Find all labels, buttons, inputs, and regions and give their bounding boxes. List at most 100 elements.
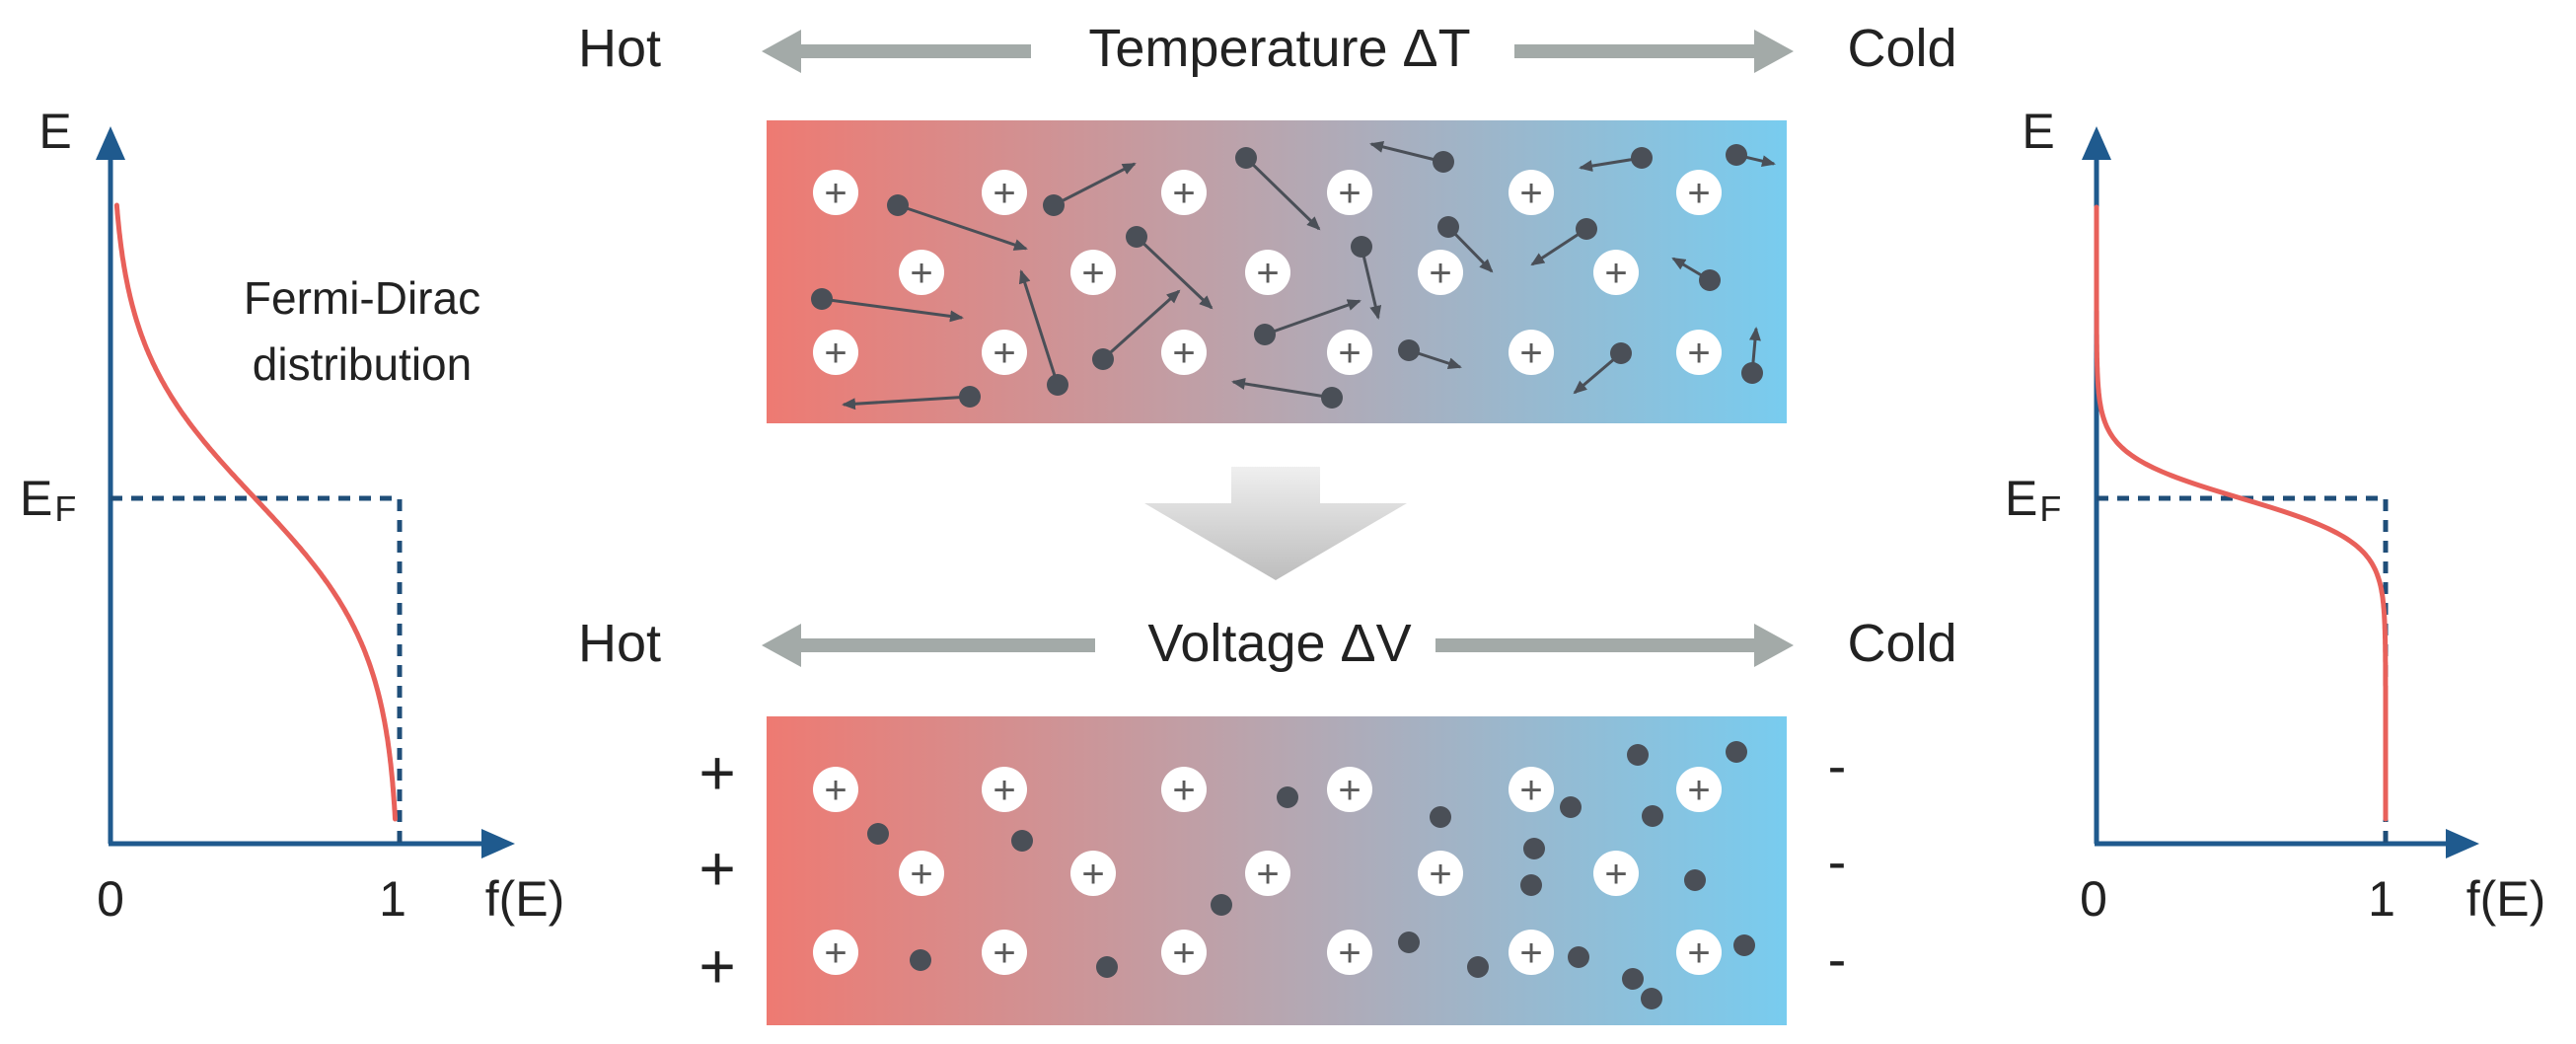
positive-ion: + (1593, 851, 1639, 896)
electron-velocity-arrow (1369, 141, 1444, 164)
left-fermi-sub: F (54, 488, 76, 529)
left-y-axis-arrowhead (96, 126, 125, 160)
ion-plus-sign: + (1081, 252, 1104, 295)
electron (1254, 299, 1362, 345)
right-fermi-dirac-curve (2094, 204, 2389, 822)
ion-plus-sign: + (1172, 172, 1195, 215)
ion-circle (982, 170, 1027, 215)
right-fermi-e: E (2005, 471, 2037, 526)
electron-dot (811, 288, 833, 310)
electron-velocity-arrow (1101, 289, 1181, 361)
positive-ion: + (1509, 930, 1554, 975)
electron (887, 194, 1028, 251)
positive-ion: + (1070, 851, 1116, 896)
ion-plus-sign: + (993, 769, 1015, 812)
ion-circle (899, 851, 944, 896)
ion-circle (899, 250, 944, 295)
electron-dot (1576, 218, 1597, 240)
ion-plus-sign: + (1519, 769, 1542, 812)
ion-circle (1509, 170, 1554, 215)
right-x-axis-arrowhead (2446, 829, 2479, 858)
electron-dot (1011, 830, 1033, 852)
positive-ion: + (1161, 170, 1207, 215)
ion-plus-sign: + (1687, 332, 1710, 375)
electron-dot (887, 194, 909, 216)
electron-dot (1568, 946, 1589, 968)
ion-circle (1161, 170, 1207, 215)
electron-velocity-arrow (1360, 246, 1382, 320)
ion-plus-sign: + (1604, 853, 1627, 896)
positive-ion: + (1509, 170, 1554, 215)
ion-circle (1327, 330, 1372, 375)
electron-velocity-arrow (1053, 162, 1137, 207)
electron (1579, 147, 1653, 173)
electron-velocity-arrow (821, 297, 964, 323)
electron-dot (1733, 934, 1755, 956)
right-fermi-sub: F (2039, 488, 2061, 529)
electron (1573, 342, 1632, 395)
ion-plus-sign: + (1338, 172, 1361, 215)
electron-dot (1398, 339, 1420, 361)
top-moving-electrons (811, 141, 1776, 410)
left-positive-charge-sign: + (699, 833, 735, 904)
right-step-function (2097, 495, 2389, 844)
ion-circle (1418, 250, 1463, 295)
ion-circle (1327, 767, 1372, 812)
ion-circle (1070, 851, 1116, 896)
electron-dot (910, 949, 931, 971)
ion-plus-sign: + (1338, 932, 1361, 975)
electron-dot (1321, 387, 1343, 409)
electron-dot (1642, 805, 1663, 827)
left-tick-0: 0 (97, 871, 124, 927)
electron-dot (1631, 147, 1653, 169)
electron-dot (1277, 786, 1298, 808)
right-negative-charge-sign: - (1828, 830, 1847, 892)
positive-ion: + (813, 330, 858, 375)
electron-dot (1641, 988, 1662, 1009)
electron (1092, 289, 1181, 370)
ion-circle (1593, 250, 1639, 295)
ion-circle (1509, 930, 1554, 975)
ion-circle (1676, 930, 1722, 975)
electron-dot (1699, 269, 1721, 291)
ion-circle (813, 767, 858, 812)
positive-ion: + (813, 170, 858, 215)
ion-circle (1676, 767, 1722, 812)
electron (811, 288, 964, 323)
bottom-cold-label: Cold (1847, 614, 1956, 673)
positive-ion: + (1418, 250, 1463, 295)
electron (1530, 218, 1597, 266)
positive-ion: + (1509, 767, 1554, 812)
top-ion-lattice: +++++++++++++++++ (813, 170, 1722, 375)
positive-ion: + (982, 330, 1027, 375)
positive-ion: + (1418, 851, 1463, 896)
fermi-dirac-title-line1: Fermi-Dirac (244, 272, 480, 324)
bottom-left-gradient-arrow (762, 624, 1095, 667)
electron-dot (1430, 806, 1451, 828)
ion-circle (1509, 767, 1554, 812)
positive-ion: + (1161, 330, 1207, 375)
right-y-label: E (2022, 104, 2054, 159)
top-hot-label: Hot (578, 19, 661, 78)
positive-ion: + (1676, 330, 1722, 375)
electron-dot (1254, 324, 1276, 345)
electron-dot (1684, 869, 1706, 891)
positive-ion: + (1245, 851, 1290, 896)
positive-ion: + (813, 930, 858, 975)
electron-dot (867, 823, 889, 845)
right-tick-1: 1 (2368, 871, 2395, 927)
electron-dot (959, 386, 981, 408)
left-positive-charge-sign: + (699, 931, 735, 1002)
right-negative-charge-sign: - (1828, 928, 1847, 990)
ion-plus-sign: + (824, 769, 846, 812)
electron-dot (1235, 147, 1257, 169)
ion-plus-sign: + (1172, 932, 1195, 975)
ion-plus-sign: + (1687, 172, 1710, 215)
ion-circle (1161, 330, 1207, 375)
electron-dot (1741, 362, 1763, 384)
ion-plus-sign: + (1604, 252, 1627, 295)
bottom-ion-lattice: +++++++++++++++++ (813, 767, 1722, 975)
right-x-label: f(E) (2466, 871, 2546, 927)
fermi-dirac-title-line2: distribution (253, 338, 472, 390)
electron-dot (1437, 216, 1459, 238)
